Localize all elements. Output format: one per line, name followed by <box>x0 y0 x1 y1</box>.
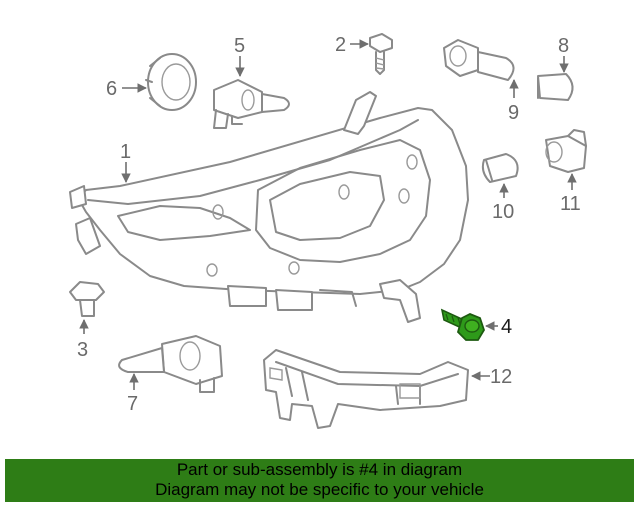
part-7-bulb[interactable] <box>118 335 223 393</box>
part-8-bulb[interactable] <box>537 73 574 101</box>
callout-11: 11 <box>560 173 581 215</box>
part-3-clip[interactable] <box>69 281 105 317</box>
info-banner: Part or sub-assembly is #4 in diagram Di… <box>5 459 634 502</box>
callout-12: 12 <box>471 366 512 388</box>
svg-text:12: 12 <box>490 366 512 388</box>
callout-3: 3 <box>77 319 89 361</box>
part-10-bulb[interactable] <box>481 153 519 183</box>
part-11-socket[interactable] <box>545 129 587 173</box>
banner-line-2: Diagram may not be specific to your vehi… <box>155 480 484 499</box>
banner-line-1: Part or sub-assembly is #4 in diagram <box>176 460 463 479</box>
callout-6: 6 <box>106 78 147 100</box>
svg-text:4: 4 <box>501 316 512 338</box>
svg-text:8: 8 <box>558 35 569 57</box>
part-5-bulb[interactable] <box>213 79 290 129</box>
svg-text:10: 10 <box>492 201 514 223</box>
svg-text:5: 5 <box>234 35 245 57</box>
part-2-bolt[interactable] <box>369 33 393 75</box>
svg-text:6: 6 <box>106 78 117 100</box>
svg-text:1: 1 <box>120 141 131 163</box>
callout-10: 10 <box>492 183 514 223</box>
part-4-screw[interactable] <box>440 308 485 341</box>
part-6-socket-cap[interactable] <box>145 53 197 111</box>
part-9-socket-bulb[interactable] <box>443 39 515 81</box>
callout-7: 7 <box>127 373 139 415</box>
svg-text:3: 3 <box>77 339 88 361</box>
svg-text:7: 7 <box>127 393 138 415</box>
svg-text:2: 2 <box>335 34 346 56</box>
callout-2: 2 <box>335 34 369 56</box>
part-1-headlamp-assembly[interactable] <box>69 91 469 323</box>
callout-1: 1 <box>120 141 131 183</box>
callout-4: 4 <box>485 316 512 338</box>
callout-9: 9 <box>508 79 519 124</box>
svg-text:9: 9 <box>508 102 519 124</box>
svg-text:11: 11 <box>560 193 581 215</box>
callout-5: 5 <box>234 35 245 77</box>
callout-8: 8 <box>558 35 569 73</box>
part-12-bracket[interactable] <box>263 349 469 429</box>
